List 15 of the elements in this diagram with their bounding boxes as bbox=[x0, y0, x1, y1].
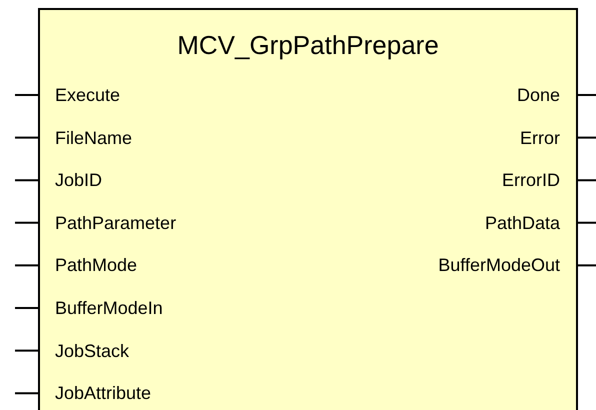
pin-label: JobAttribute bbox=[55, 382, 152, 404]
pin-label: Execute bbox=[55, 84, 120, 106]
pin-label: Error bbox=[520, 126, 560, 149]
pin-label: JobStack bbox=[55, 340, 130, 362]
pin-label: PathParameter bbox=[55, 212, 176, 234]
pin-label: PathMode bbox=[55, 254, 138, 276]
pin-label: ErrorID bbox=[502, 169, 560, 192]
pin-label: Done bbox=[516, 84, 560, 106]
pin-label: BufferModeOut bbox=[438, 254, 560, 276]
function-block bbox=[38, 8, 578, 410]
pin-label: PathData bbox=[484, 212, 560, 234]
pin-label: BufferModeIn bbox=[55, 297, 163, 319]
pin-label: FileName bbox=[55, 126, 132, 149]
pin-label: JobID bbox=[55, 169, 102, 192]
block-title: MCV_GrpPathPrepare bbox=[176, 30, 440, 60]
